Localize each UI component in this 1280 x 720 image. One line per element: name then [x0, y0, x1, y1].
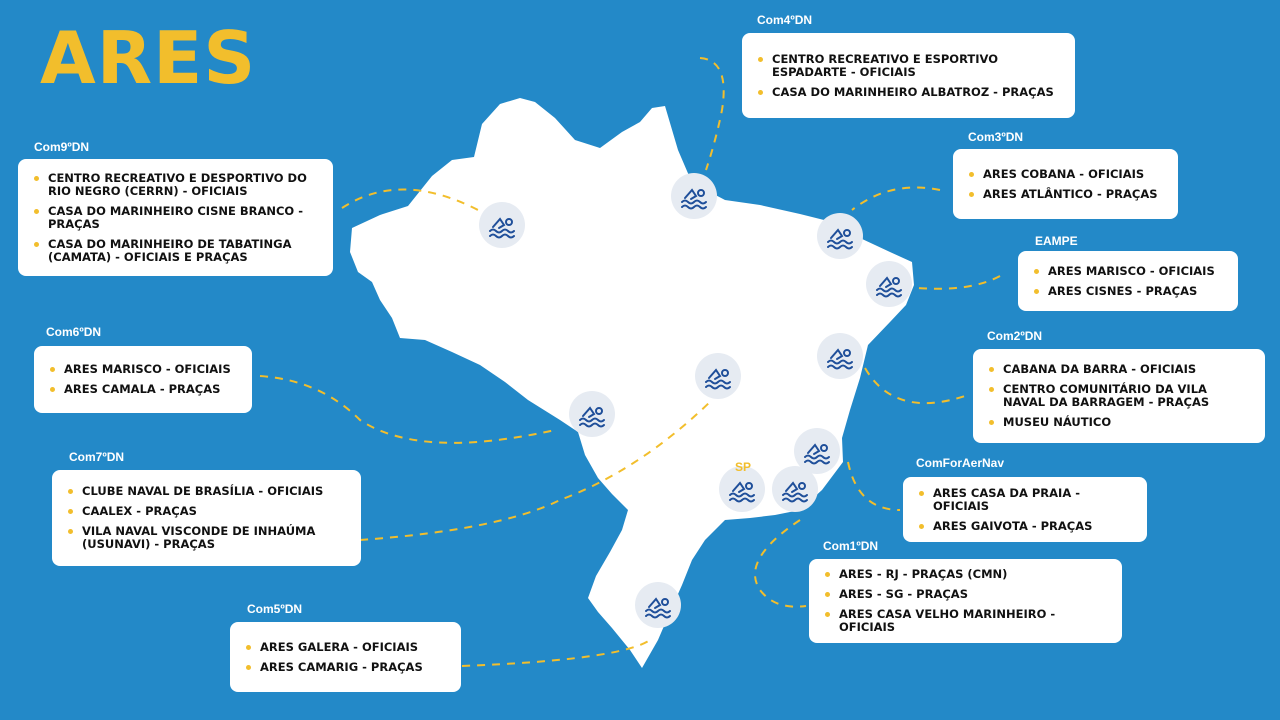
list-item: CASA DO MARINHEIRO DE TABATINGA (CAMATA)… [32, 237, 319, 264]
list-item: ARES CASA DA PRAIA - OFICIAIS [917, 486, 1133, 513]
list-item: ARES CAMALA - PRAÇAS [48, 383, 238, 396]
region-label-comforaernav: ComForAerNav [916, 456, 1005, 470]
list-item: ARES GALERA - OFICIAIS [244, 640, 447, 654]
region-label-com2dn: Com2ºDN [987, 329, 1043, 343]
location-marker[interactable] [719, 466, 765, 512]
swimmer-icon [827, 348, 853, 370]
list-item: ARES CASA VELHO MARINHEIRO - OFICIAIS [823, 608, 1108, 634]
location-marker[interactable] [866, 261, 912, 307]
card-com5dn: ARES GALERA - OFICIAIS ARES CAMARIG - PR… [230, 622, 461, 692]
list-item: MUSEU NÁUTICO [987, 416, 1251, 429]
card-com7dn: CLUBE NAVAL DE BRASÍLIA - OFICIAIS CAALE… [52, 470, 361, 566]
marker-layer [479, 173, 912, 628]
location-marker[interactable] [817, 333, 863, 379]
list-item: CASA DO MARINHEIRO ALBATROZ - PRAÇAS [756, 85, 1061, 99]
list-item: ARES GAIVOTA - PRAÇAS [917, 519, 1133, 533]
swimmer-icon [705, 368, 731, 390]
list-item: ARES CAMARIG - PRAÇAS [244, 660, 447, 674]
list-item: CABANA DA BARRA - OFICIAIS [987, 363, 1251, 376]
list-item: ARES COBANA - OFICIAIS [967, 167, 1164, 181]
list-item: ARES - SG - PRAÇAS [823, 588, 1108, 601]
swimmer-icon [729, 481, 755, 503]
region-label-eampe: EAMPE [1035, 234, 1078, 248]
list-item: VILA NAVAL VISCONDE DE INHAÚMA (USUNAVI)… [66, 525, 347, 551]
location-marker[interactable] [635, 582, 681, 628]
region-label-com7dn: Com7ºDN [69, 450, 125, 464]
page-title: ARES [40, 16, 257, 100]
swimmer-icon [782, 481, 808, 503]
location-marker[interactable] [479, 202, 525, 248]
location-marker[interactable] [817, 213, 863, 259]
swimmer-icon [804, 443, 830, 465]
location-marker[interactable] [569, 391, 615, 437]
list-item: CASA DO MARINHEIRO CISNE BRANCO - PRAÇAS [32, 204, 319, 231]
region-label-com9dn: Com9ºDN [34, 140, 90, 154]
location-marker[interactable] [794, 428, 840, 474]
card-comforaernav: ARES CASA DA PRAIA - OFICIAIS ARES GAIVO… [903, 477, 1147, 542]
list-item: CAALEX - PRAÇAS [66, 505, 347, 518]
connector-lines [259, 57, 1001, 667]
list-item: CENTRO RECREATIVO E ESPORTIVO ESPADARTE … [756, 52, 1061, 79]
swimmer-icon [681, 188, 707, 210]
list-item: CENTRO COMUNITÁRIO DA VILA NAVAL DA BARR… [987, 383, 1251, 409]
location-marker[interactable] [772, 466, 818, 512]
card-com9dn: CENTRO RECREATIVO E DESPORTIVO DO RIO NE… [18, 159, 333, 276]
region-label-com3dn: Com3ºDN [968, 130, 1024, 144]
card-com4dn: CENTRO RECREATIVO E ESPORTIVO ESPADARTE … [742, 33, 1075, 118]
swimmer-icon [579, 406, 605, 428]
location-marker[interactable] [695, 353, 741, 399]
swimmer-icon [876, 276, 902, 298]
list-item: ARES CISNES - PRAÇAS [1032, 284, 1224, 298]
region-label-com5dn: Com5ºDN [247, 602, 303, 616]
card-com6dn: ARES MARISCO - OFICIAIS ARES CAMALA - PR… [34, 346, 252, 413]
swimmer-icon [645, 597, 671, 619]
card-com2dn: CABANA DA BARRA - OFICIAIS CENTRO COMUNI… [973, 349, 1265, 443]
list-item: ARES ATLÂNTICO - PRAÇAS [967, 187, 1164, 201]
list-item: CLUBE NAVAL DE BRASÍLIA - OFICIAIS [66, 485, 347, 498]
swimmer-icon [827, 228, 853, 250]
card-com3dn: ARES COBANA - OFICIAIS ARES ATLÂNTICO - … [953, 149, 1178, 219]
location-marker[interactable] [671, 173, 717, 219]
list-item: ARES - RJ - PRAÇAS (CMN) [823, 568, 1108, 581]
list-item: ARES MARISCO - OFICIAIS [1032, 264, 1224, 278]
card-com1dn: ARES - RJ - PRAÇAS (CMN) ARES - SG - PRA… [809, 559, 1122, 643]
list-item: ARES MARISCO - OFICIAIS [48, 363, 238, 376]
swimmer-icon [489, 217, 515, 239]
region-label-com1dn: Com1ºDN [823, 539, 879, 553]
card-eampe: ARES MARISCO - OFICIAIS ARES CISNES - PR… [1018, 251, 1238, 311]
region-label-com4dn: Com4ºDN [757, 13, 813, 27]
sp-label: SP [735, 460, 752, 474]
region-label-com6dn: Com6ºDN [46, 325, 102, 339]
list-item: CENTRO RECREATIVO E DESPORTIVO DO RIO NE… [32, 171, 319, 198]
